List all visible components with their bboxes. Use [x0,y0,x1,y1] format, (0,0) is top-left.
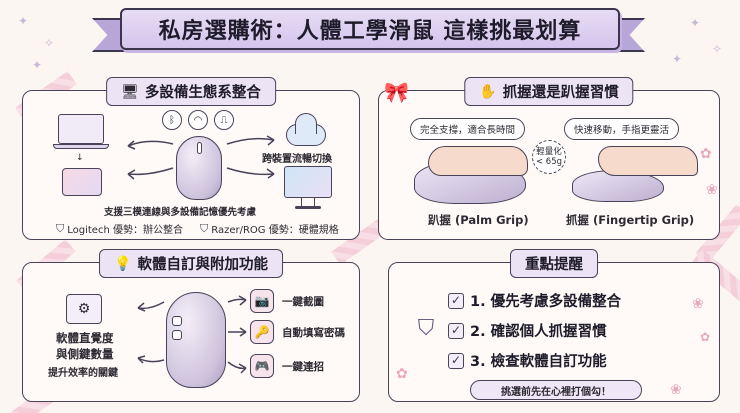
cloud-icon [286,113,326,146]
flower-icon: ❀ [692,296,704,312]
flower-icon: ❀ [670,382,682,398]
flower-icon: ✿ [700,146,712,162]
bow-icon: 🎀 [384,80,409,104]
shield-icon: ⛉ [56,221,65,235]
side-button [172,330,182,340]
shield-icon: ⛉ [200,221,209,235]
palm-grip-label: 趴握 (Palm Grip) [428,213,529,227]
key-icon: 🔑 [250,320,274,344]
bulb-icon: 💡 [114,255,132,272]
page-title: 私房選購術：人體工學滑鼠 這樣挑最划算 [158,19,582,44]
shield-icon: ⛉ [417,316,435,341]
ecosystem-heading: 🖥 多設備生態系整合 [106,77,276,106]
title-ribbon: 私房選購術：人體工學滑鼠 這樣挑最划算 [120,8,620,50]
grip-heading: ✋ 抓握還是趴握習慣 [464,77,634,106]
software-heading: 💡 軟體自訂與附加功能 [99,249,283,278]
side-button [172,316,182,326]
side-mouse-illustration [166,292,226,388]
camera-icon: 📷 [250,289,274,313]
weight-badge: 輕量化< 65g [532,140,566,174]
brand-logitech: ⛉ Logitech 優勢：辦公整合 [56,221,183,237]
software-left-line3: 提升效率的關鍵 [48,368,118,379]
sparkle-icon: ✦ [32,58,43,72]
flower-icon: ❀ [706,182,718,198]
fingertip-grip-label: 抓握 (Fingertip Grip) [566,213,695,227]
connection-arrows-left [127,140,174,180]
scroll-wheel [197,142,202,154]
connection-arrows-right [226,135,275,179]
sparkle-icon: ✦ [690,16,701,30]
bluetooth-icon: ᛒ [162,110,182,130]
key-point-item: ✓ 3. 檢查軟體自訂功能 [448,350,607,371]
key-point-item: ✓ 1. 優先考慮多設備整合 [448,290,621,311]
key-points-heading: 重點提醒 [510,249,598,278]
palm-hand [428,146,528,176]
gamepad-icon: 🎮 [250,354,274,378]
usb-icon: ⎍ [214,110,234,130]
down-arrow-icon: ↓ [76,153,84,163]
sparkle-icon: ✧ [712,42,723,56]
computer-icon: 🖥 [121,83,139,100]
func-autofill: 自動填寫密碼 [282,327,345,339]
palm-bubble: 完全支撐，適合長時間 [410,118,526,140]
tablet-icon [62,168,102,196]
fingertip-hand [598,146,698,176]
cloud-label: 跨裝置流暢切換 [262,154,332,165]
flower-icon: ✿ [396,366,408,382]
flower-icon: ✿ [700,330,711,344]
brand-razer: ⛉ Razer/ROG 優勢：硬體規格 [200,221,339,237]
software-arrows [137,295,247,374]
fingertip-bubble: 快速移動，手指更靈活 [564,118,680,140]
software-left-line2: 與側鍵數量 [56,347,114,361]
key-point-item: ✓ 2. 確認個人抓握習慣 [448,320,607,341]
sparkle-icon: ✦ [672,52,683,66]
monitor-icon [284,166,332,209]
key-points-panel: 重點提醒 [388,249,720,402]
func-combo: 一鍵連招 [282,361,324,373]
check-icon: ✓ [448,322,464,339]
sparkle-icon: ✦ [18,14,29,28]
hand-icon: ✋ [479,83,497,100]
sparkle-icon: ✧ [44,36,55,50]
check-icon: ✓ [448,292,464,309]
ecosystem-caption: 支援三模連線與多設備記憶優先考慮 [104,207,257,218]
footer-note: 挑選前先在心裡打個勾！ [470,380,642,400]
func-screenshot: 一鍵截圖 [282,296,324,308]
check-icon: ✓ [448,352,464,369]
gear-icon: ⚙ [66,294,102,324]
wifi-icon: ◠ [188,110,208,130]
laptop-icon [53,114,109,149]
software-left-line1: 軟體直覺度 [56,331,114,345]
